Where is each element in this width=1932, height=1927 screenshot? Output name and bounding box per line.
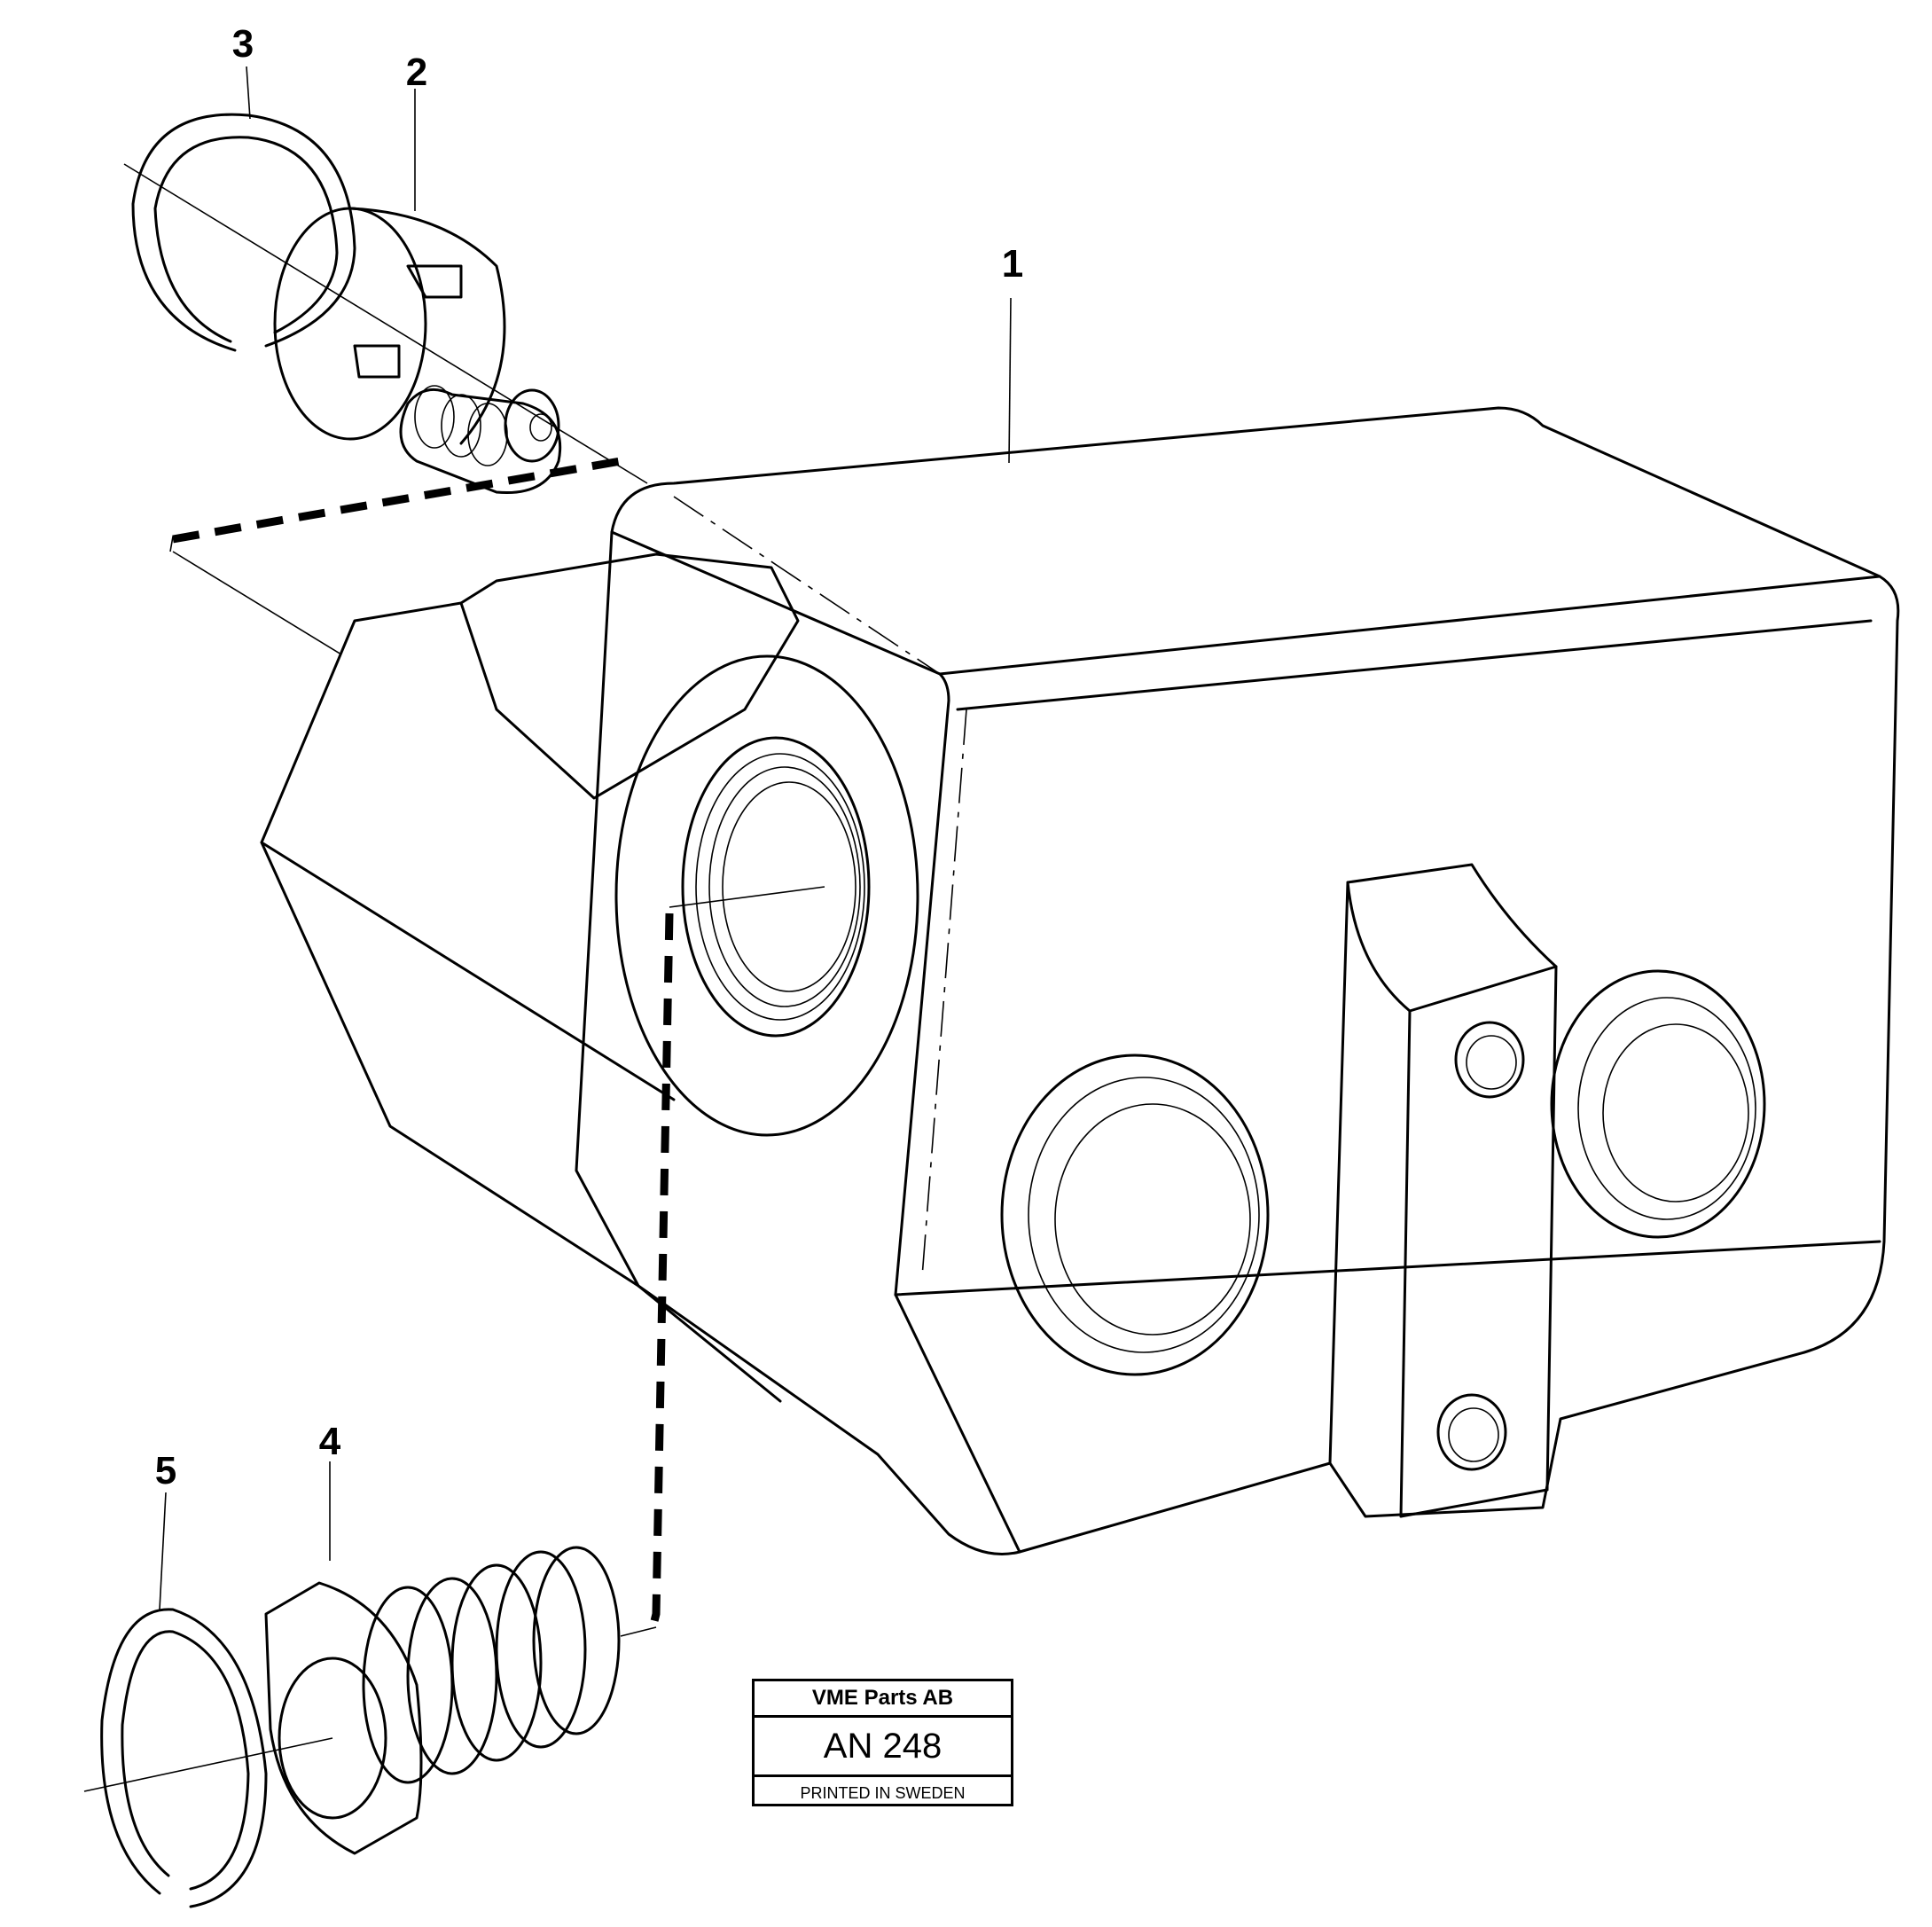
axis-line-left [172, 551, 342, 655]
stamp-printed: PRINTED IN SWEDEN [800, 1784, 966, 1802]
callout-5: 5 [155, 1449, 176, 1492]
callout-1: 1 [1002, 242, 1023, 286]
axis-line-bottom [83, 1737, 333, 1792]
retaining-ring-bottom [100, 1608, 268, 1908]
valve-cap [273, 207, 562, 495]
stamp-code: AN 248 [755, 1718, 1011, 1777]
callout-4: 4 [319, 1420, 341, 1463]
valve-housing [260, 406, 1900, 1555]
assembly-path-bottom [647, 913, 674, 1633]
axis-line-spring [620, 1626, 657, 1637]
axis-line-cap [169, 536, 174, 552]
assembly-path-top [172, 457, 622, 544]
axis-line-top [123, 163, 648, 484]
retaining-ring-top [131, 113, 356, 352]
callout-2: 2 [406, 51, 427, 94]
spring-assembly [264, 1546, 621, 1855]
callout-3: 3 [232, 22, 254, 66]
axis-line-bore [669, 886, 825, 908]
parts-stamp: VME Parts AB AN 248 PRINTED IN SWEDEN [752, 1679, 1013, 1806]
stamp-company: VME Parts AB [755, 1681, 1011, 1718]
leader-lines [159, 66, 1012, 1610]
